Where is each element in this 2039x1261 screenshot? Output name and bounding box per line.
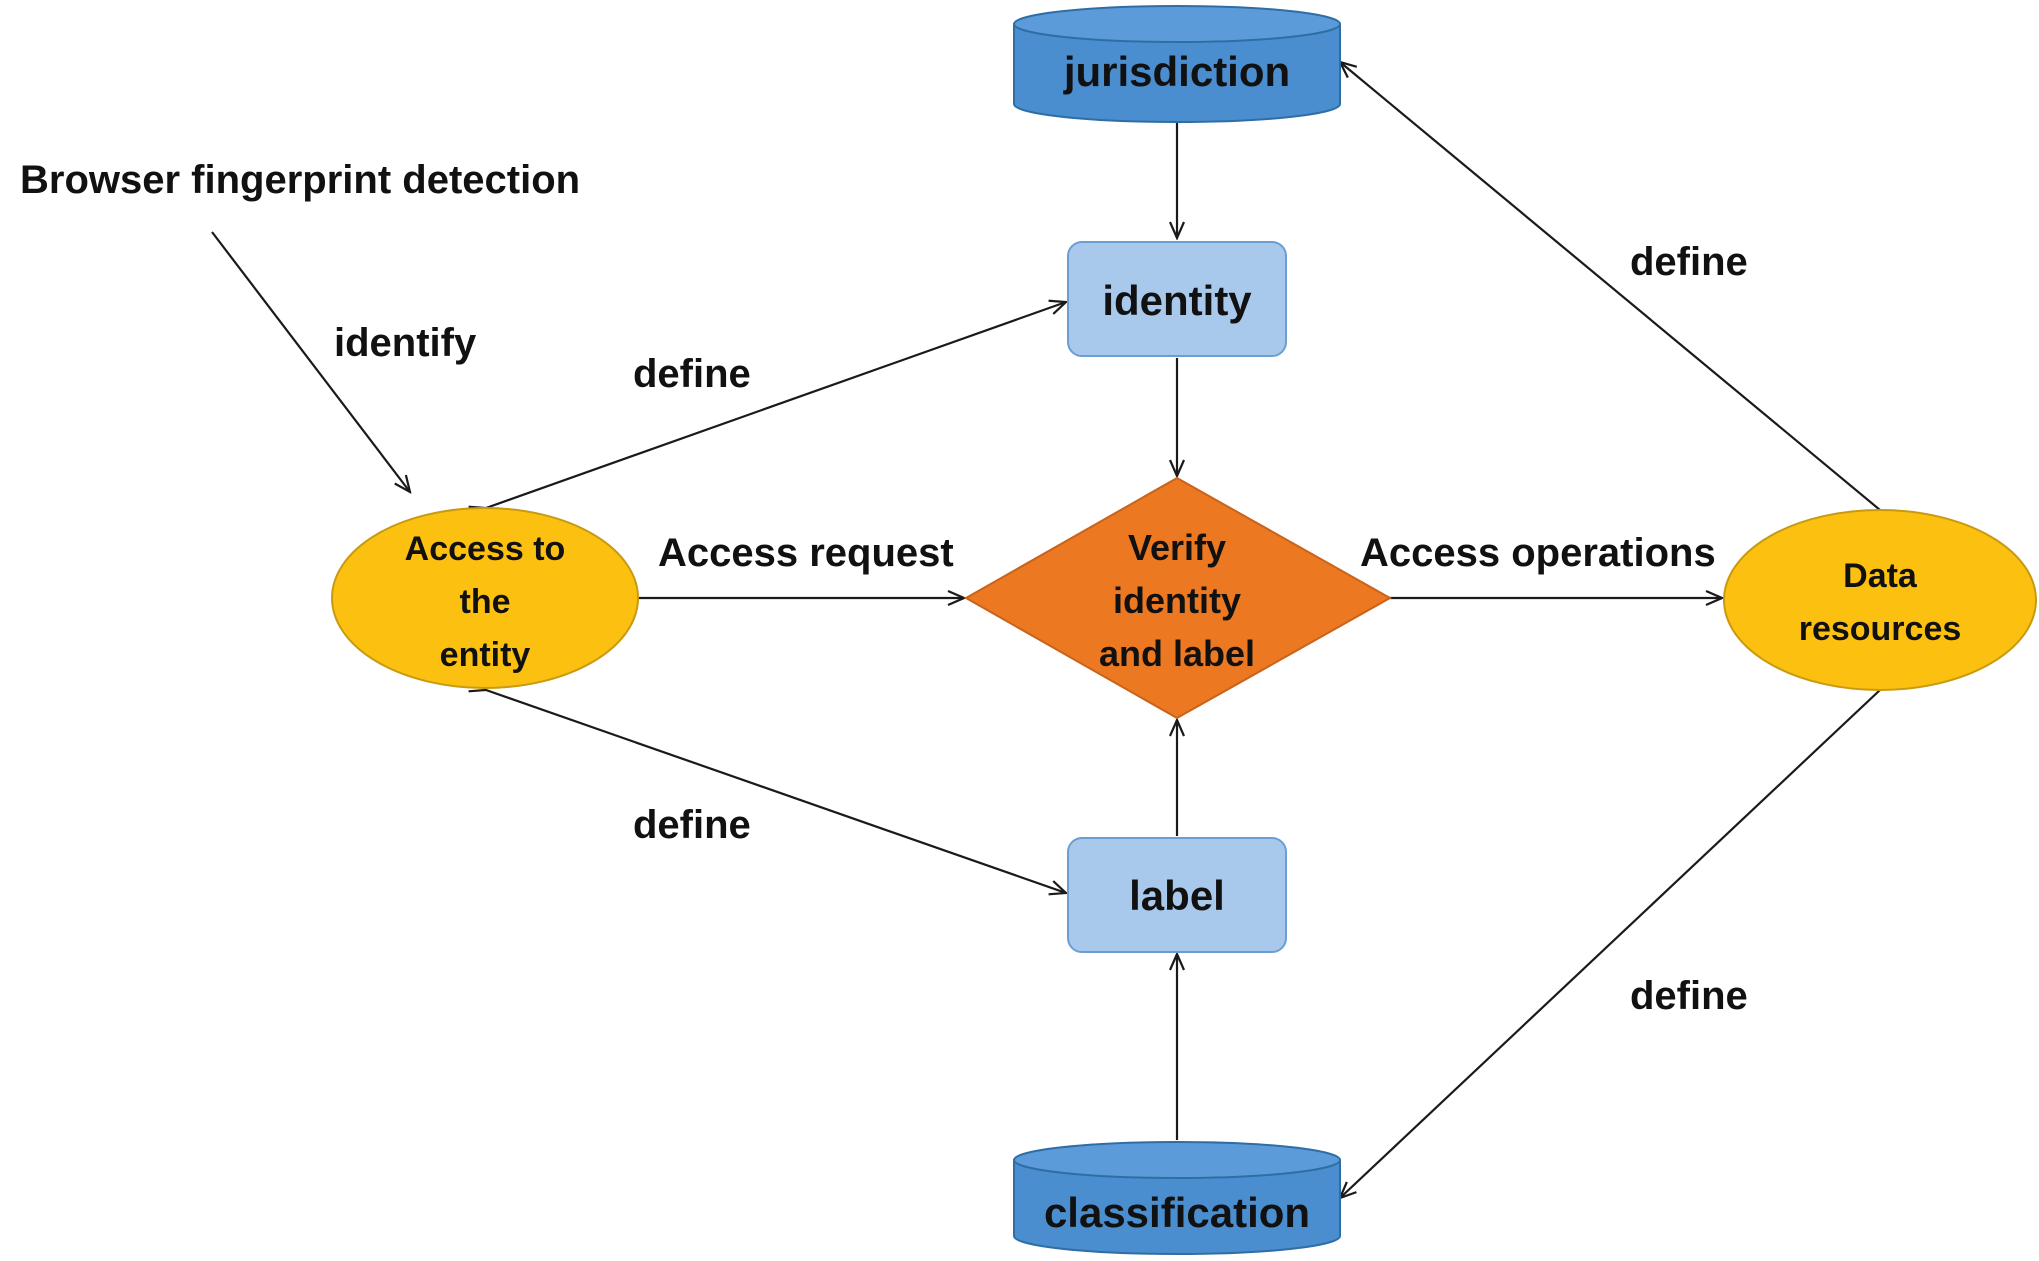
define-classification-label: define xyxy=(1630,974,1748,1018)
jurisdiction-label: jurisdiction xyxy=(1063,48,1290,95)
edge-define-label xyxy=(486,690,1066,893)
classification-label: classification xyxy=(1044,1189,1310,1236)
access-entity-label-line3: entity xyxy=(440,636,531,674)
edge-identify xyxy=(211,231,410,492)
define-jurisdiction-label: define xyxy=(1630,240,1748,284)
verify-label-line2: identity xyxy=(1113,580,1241,621)
verify-label-line3: and label xyxy=(1099,633,1255,674)
verify-label-line1: Verify xyxy=(1128,527,1226,568)
classification-cylinder-body xyxy=(1013,1160,1341,1255)
data-resources-label-line2: resources xyxy=(1799,610,1962,648)
node-label: label xyxy=(1067,837,1287,953)
identify-label: identify xyxy=(334,321,477,365)
label-box xyxy=(1067,837,1287,953)
edge-labels: Browser fingerprint detection identify d… xyxy=(20,158,1748,1018)
edge-define-jurisdiction xyxy=(1340,62,1881,511)
node-classification: classification xyxy=(1013,1141,1341,1255)
edges xyxy=(211,62,1881,1198)
jurisdiction-cylinder-body xyxy=(1013,24,1341,123)
node-verify: Verify identity and label xyxy=(963,476,1393,720)
edge-define-identity xyxy=(486,302,1066,508)
classification-cylinder-top xyxy=(1013,1141,1341,1179)
access-entity-label-line2: the xyxy=(460,583,511,621)
identity-label: identity xyxy=(1102,277,1252,324)
node-data-resources: Data resources xyxy=(1723,509,2037,691)
access-entity-ellipse xyxy=(331,507,639,689)
verify-diamond xyxy=(963,476,1393,720)
access-request-label: Access request xyxy=(658,531,954,575)
define-identity-label: define xyxy=(633,352,751,396)
label-label: label xyxy=(1129,872,1225,919)
jurisdiction-cylinder-top xyxy=(1013,5,1341,43)
define-label-label: define xyxy=(633,803,751,847)
access-entity-label-line1: Access to xyxy=(405,530,566,568)
browser-fingerprint-label: Browser fingerprint detection xyxy=(20,158,580,202)
access-operations-label: Access operations xyxy=(1360,531,1716,575)
edge-define-classification xyxy=(1340,689,1881,1198)
node-identity: identity xyxy=(1067,241,1287,357)
identity-box xyxy=(1067,241,1287,357)
data-resources-label-line1: Data xyxy=(1843,557,1918,595)
node-jurisdiction: jurisdiction xyxy=(1013,5,1341,123)
node-access-entity: Access to the entity xyxy=(331,507,639,689)
data-resources-ellipse xyxy=(1723,509,2037,691)
